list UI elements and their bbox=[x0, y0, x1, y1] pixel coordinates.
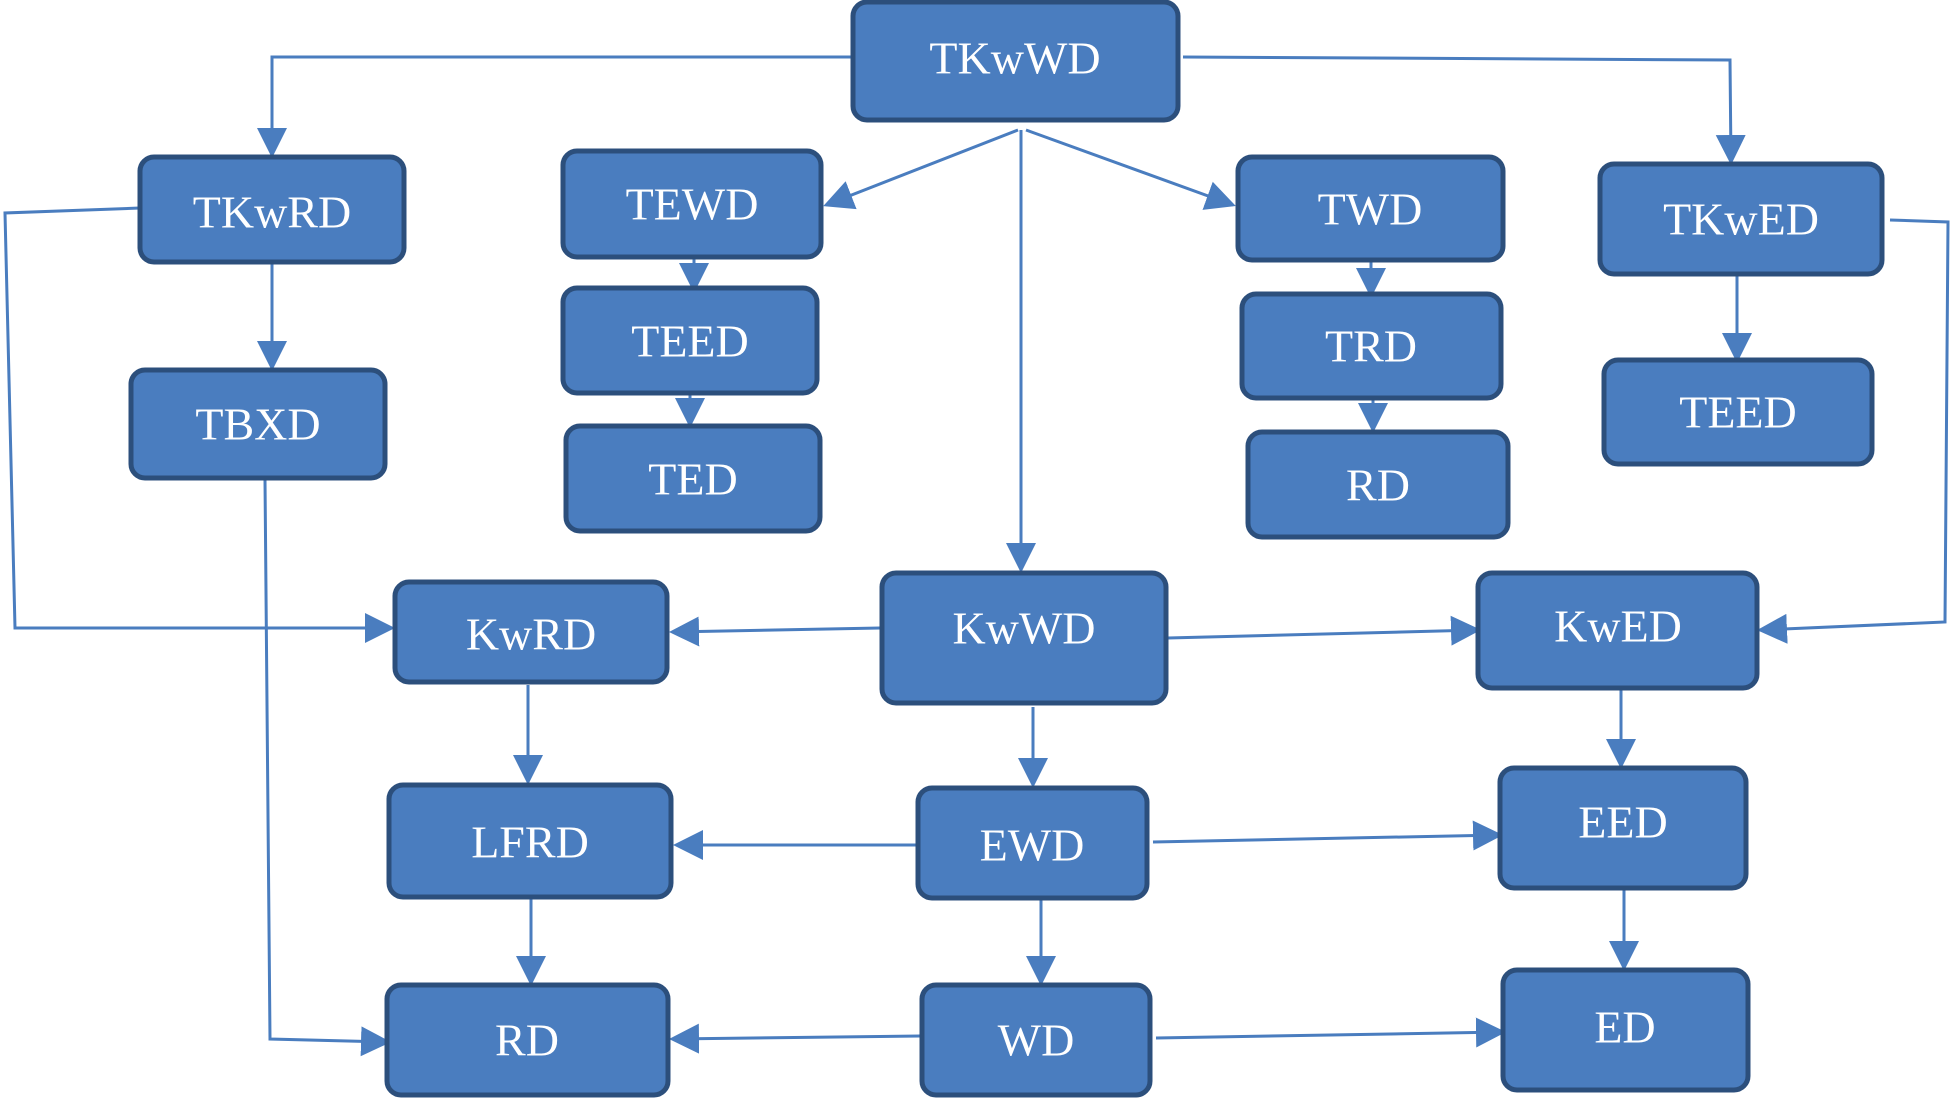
node-teed-right: TEED bbox=[1601, 357, 1875, 467]
edge-kwwd-kwrd bbox=[669, 616, 881, 647]
node-rd-upper: RD bbox=[1245, 429, 1511, 540]
node-kwrd-label: KwRD bbox=[466, 609, 596, 660]
node-kwed: KwED bbox=[1475, 570, 1760, 691]
node-eed: EED bbox=[1497, 765, 1749, 891]
edge-tkwwd-tkwrd bbox=[257, 55, 853, 158]
edge-tkwrd-kwrd bbox=[3, 206, 395, 643]
edge-tkwwd-tkwed bbox=[1182, 55, 1746, 165]
node-ewd-label: EWD bbox=[980, 820, 1085, 871]
node-tewd: TEWD bbox=[560, 148, 824, 260]
node-trd: TRD bbox=[1239, 291, 1504, 401]
node-rd-upper-label: RD bbox=[1346, 460, 1410, 511]
nodes: TKwWD TKwRD TBXD TEWD TEED TED TWD TRD bbox=[128, 0, 1885, 1098]
node-tbxd-label: TBXD bbox=[195, 399, 320, 450]
node-teed-mid: TEED bbox=[560, 285, 820, 396]
node-twd-label: TWD bbox=[1318, 184, 1423, 235]
node-twd: TWD bbox=[1235, 154, 1506, 263]
node-trd-label: TRD bbox=[1325, 321, 1417, 372]
edge-wd-rd bbox=[669, 1023, 921, 1054]
node-rd-lower: RD bbox=[384, 982, 671, 1098]
edge-tkwwd-tewd bbox=[823, 128, 1019, 210]
node-teed-mid-label: TEED bbox=[631, 316, 749, 367]
node-kwed-label: KwED bbox=[1554, 601, 1682, 652]
node-tkwwd-label: TKwWD bbox=[929, 33, 1100, 84]
node-wd: WD bbox=[919, 982, 1153, 1098]
edge-tbxd-rd bbox=[263, 479, 391, 1057]
node-lfrd-label: LFRD bbox=[471, 817, 589, 868]
node-kwwd-label: KwWD bbox=[952, 603, 1095, 654]
node-ewd: EWD bbox=[915, 785, 1150, 901]
edges bbox=[3, 55, 1950, 1057]
edge-tkwwd-twd bbox=[1025, 128, 1236, 210]
node-wd-label: WD bbox=[998, 1015, 1075, 1066]
node-rd-lower-label: RD bbox=[495, 1015, 559, 1066]
edge-wd-ed bbox=[1155, 1017, 1506, 1048]
node-ed: ED bbox=[1500, 967, 1751, 1093]
node-kwwd: KwWD bbox=[879, 570, 1169, 706]
node-lfrd: LFRD bbox=[386, 782, 674, 900]
edge-kwwd-kwed bbox=[1167, 615, 1481, 646]
node-teed-right-label: TEED bbox=[1679, 387, 1797, 438]
node-tkwed: TKwED bbox=[1597, 161, 1885, 277]
node-kwrd: KwRD bbox=[392, 579, 670, 685]
node-tkwed-label: TKwED bbox=[1663, 194, 1819, 245]
node-ted-label: TED bbox=[648, 454, 737, 505]
node-tewd-label: TEWD bbox=[626, 179, 759, 230]
node-tkwrd: TKwRD bbox=[137, 154, 407, 265]
node-tkwwd: TKwWD bbox=[850, 0, 1181, 123]
node-ed-label: ED bbox=[1594, 1002, 1655, 1053]
node-tkwrd-label: TKwRD bbox=[193, 187, 351, 238]
edge-tkwed-kwed bbox=[1757, 218, 1950, 644]
node-ted: TED bbox=[563, 423, 823, 534]
edge-ewd-eed bbox=[1152, 820, 1503, 851]
node-eed-label: EED bbox=[1578, 797, 1667, 848]
node-tbxd: TBXD bbox=[128, 367, 388, 481]
